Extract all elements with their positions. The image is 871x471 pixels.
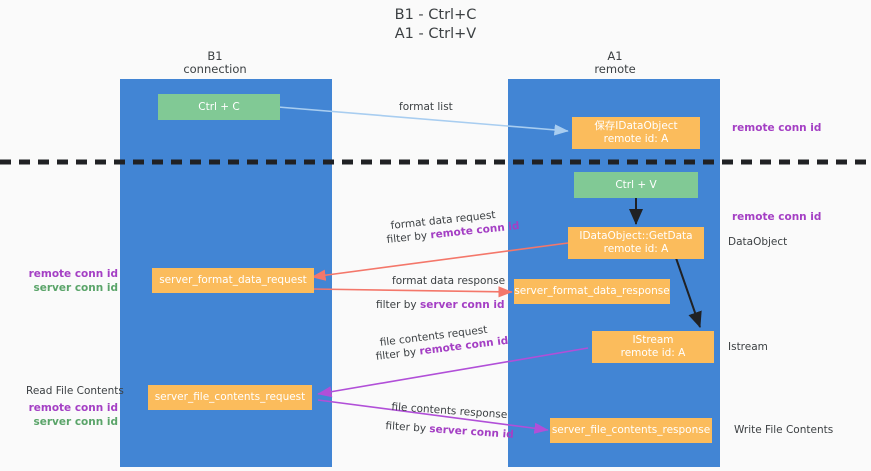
node-idataobject-line2: remote id: A [603, 133, 669, 145]
legend-bottom: remote conn id server conn id [0, 402, 118, 429]
label-right-write-file-contents: Write File Contents [734, 424, 834, 436]
label-format-list: format list [399, 101, 453, 113]
node-idataobject-line1: 保存IDataObject [594, 120, 678, 132]
node-idataobject-getdata[interactable]: IDataObject::GetData remote id: A [568, 227, 704, 259]
node-getdata-line1: IDataObject::GetData [579, 230, 693, 242]
column-b1-role: connection [183, 62, 247, 76]
node-server-file-contents-response[interactable]: server_file_contents_response [550, 418, 712, 443]
column-a1-role: remote [594, 62, 636, 76]
node-ctrl-c-label: Ctrl + C [198, 100, 240, 113]
label-format-data-response: format data response [392, 275, 506, 287]
legend-middle: remote conn id server conn id [0, 268, 118, 295]
node-server-file-contents-request[interactable]: server_file_contents_request [148, 385, 312, 410]
node-ctrl-v-label: Ctrl + V [615, 178, 657, 191]
node-istream[interactable]: IStream remote id: A [592, 331, 714, 363]
node-server-format-data-response[interactable]: server_format_data_response [514, 279, 670, 304]
filter-prefix-1: filter by [386, 229, 432, 246]
label-right-remote-conn-id-top: remote conn id [732, 122, 822, 134]
column-header-a1: A1 remote [560, 50, 670, 76]
title-line-2: A1 - Ctrl+V [394, 26, 477, 42]
label-right-dataobject: DataObject [728, 236, 788, 248]
diagram-title: B1 - Ctrl+C A1 - Ctrl+V [0, 6, 871, 44]
node-server-file-contents-response-label: server_file_contents_response [551, 424, 711, 436]
column-header-b1: B1 connection [160, 50, 270, 76]
label-left-read-file-contents: Read File Contents [26, 385, 124, 397]
legend-middle-server-conn-id: server conn id [33, 281, 118, 294]
label-format-data-response-filter: filter by server conn id [376, 298, 505, 312]
node-server-file-contents-request-label: server_file_contents_request [154, 391, 306, 403]
label-right-istream: Istream [728, 341, 768, 353]
node-istream-line2: remote id: A [620, 347, 686, 359]
node-server-format-data-request[interactable]: server_format_data_request [152, 268, 314, 293]
filter-prefix-4: filter by [385, 419, 430, 436]
column-b1-name: B1 [207, 49, 223, 63]
node-idataobject[interactable]: 保存IDataObject remote id: A [572, 117, 700, 149]
node-ctrl-v[interactable]: Ctrl + V [574, 172, 698, 198]
node-getdata-line2: remote id: A [603, 243, 669, 255]
node-server-format-data-request-label: server_format_data_request [159, 274, 307, 286]
legend-bottom-remote-conn-id: remote conn id [28, 402, 118, 414]
legend-middle-remote-conn-id: remote conn id [28, 268, 118, 280]
filter-prefix-3: filter by [375, 345, 421, 363]
filter-term-server-conn-id-1: server conn id [419, 299, 505, 311]
title-line-1: B1 - Ctrl+C [394, 7, 477, 23]
label-right-remote-conn-id-mid: remote conn id [732, 211, 822, 223]
filter-prefix-2: filter by [376, 299, 420, 311]
node-istream-line1: IStream [632, 334, 674, 346]
filter-term-server-conn-id-2: server conn id [428, 423, 515, 441]
legend-bottom-server-conn-id: server conn id [33, 415, 118, 428]
node-ctrl-c[interactable]: Ctrl + C [158, 94, 280, 120]
column-a1-name: A1 [607, 49, 623, 63]
label-file-contents-response: file contents response [391, 400, 508, 422]
label-file-contents-response-filter: filter by server conn id [385, 419, 514, 442]
node-server-format-data-response-label: server_format_data_response [514, 285, 670, 297]
